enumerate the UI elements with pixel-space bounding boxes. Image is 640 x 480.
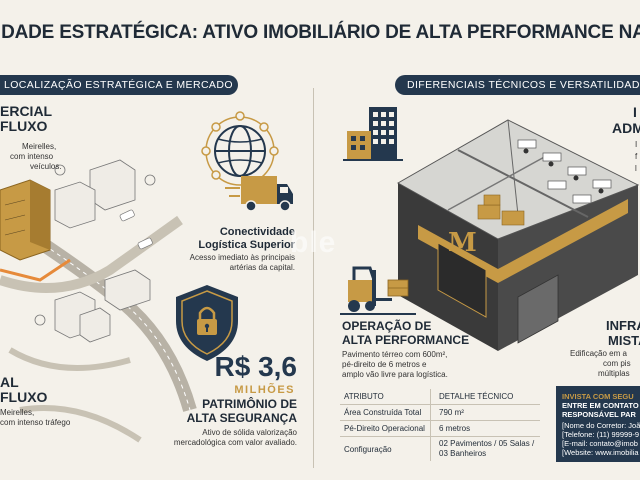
operacao-title-1: OPERAÇÃO DE [342,319,432,333]
price-value: R$ 3,6 [214,351,298,382]
infra-title-1: INFRA [606,318,640,333]
patrimonio-line-1: Ativo de sólida valorização [202,428,297,437]
table-row: Pé-Direito Operacional 6 metros [340,421,540,437]
section-divider [313,88,314,468]
infra-line-2: com pis [603,359,631,368]
operacao-line-2: pé-direito de 6 metros e [342,360,427,369]
admin-line-1: I [635,140,638,149]
table-cell-attr: Pé-Direito Operacional [344,424,425,433]
contact-box: INVISTA COM SEGU ENTRE EM CONTATO RESPON… [556,386,640,462]
conectividade-line-2: artérias da capital. [229,263,295,272]
table-row: Configuração 02 Pavimentos / 05 Salas / … [340,437,540,461]
comercial-line-2: com intenso [10,152,54,161]
comercial-title-1: ERCIAL [0,103,53,119]
section-header-technical: DIFERENCIAIS TÉCNICOS E VERSATILIDADE [395,75,640,95]
table-cell-value: 790 m² [430,405,540,420]
table-cell-attr: Configuração [344,444,392,454]
contact-line-6: [E-mail: contato@imob [562,439,638,448]
operacao-line-1: Pavimento térreo com 600m², [342,350,448,359]
comercial-title-2: FLUXO [0,118,48,134]
fluxo-title-2: FLUXO [0,389,48,405]
city-map-illustration [0,159,197,443]
fluxo-line-2: com intenso tráfego [0,418,71,427]
fluxo-title-1: AL [0,374,19,390]
conectividade-title-2: Logística Superior [198,239,295,251]
table-cell-value: 6 metros [430,421,540,436]
globe-network-icon [201,111,279,186]
admin-title-2: ADM [612,120,640,136]
office-building-icon [343,107,403,161]
patrimonio-title-1: PATRIMÔNIO DE [202,397,297,411]
section-header-location: LOCALIZAÇÃO ESTRATÉGICA E MERCADO [0,75,238,95]
building-logo: M [448,228,477,258]
shield-lock-icon [176,285,238,361]
comercial-line-3: veículos. [30,162,62,171]
admin-line-3: l [635,164,637,173]
patrimonio-title-2: ALTA SEGURANÇA [186,411,297,425]
infra-line-1: Edificação em a [570,349,627,358]
page-title: IDADE ESTRATÉGICA: ATIVO IMOBILIÁRIO DE … [0,22,640,43]
infra-line-3: múltiplas [598,369,630,378]
patrimonio-line-2: mercadológica com valor avaliado. [173,438,297,447]
building-cutaway-illustration [396,119,640,351]
price-unit: MILHÕES [234,384,295,396]
contact-line-4: [Nome do Corretor: Joã [562,421,640,430]
technical-table: ATRIBUTO DETALHE TÉCNICO Área Construída… [340,389,540,463]
comercial-line-1: Meirelles, [22,142,57,151]
title-bar: IDADE ESTRATÉGICA: ATIVO IMOBILIÁRIO DE … [0,0,640,62]
table-header-attr: ATRIBUTO [344,392,384,401]
conectividade-title-1: Conectividade [219,226,295,238]
delivery-truck-icon [225,176,293,212]
table-cell-attr: Área Construída Total [344,408,422,417]
table-cell-value-2: 03 Banheiros [439,449,487,458]
admin-title-1: I [633,104,637,120]
contact-line-3: RESPONSÁVEL PAR [562,410,636,419]
operacao-line-3: amplo vão livre para logística. [342,370,448,379]
operacao-title-2: ALTA PERFORMANCE [342,333,470,347]
contact-line-5: [Telefone: (11) 99999-9 [562,430,639,439]
conectividade-line-1: Acesso imediato às principais [189,253,295,262]
watermark: ble [290,226,337,259]
forklift-icon [340,266,416,315]
admin-line-2: f [635,152,638,161]
contact-line-2: ENTRE EM CONTATO [562,401,639,410]
infra-title-2: MISTA [608,333,640,348]
fluxo-line-1: Meirelles, [0,408,35,417]
table-header-detail: DETALHE TÉCNICO [430,389,540,404]
table-cell-value: 02 Pavimentos / 05 Salas / [439,439,535,448]
contact-line-1: INVISTA COM SEGU [562,392,634,401]
contact-line-7: [Website: www.imobilia [562,448,639,457]
table-row: Área Construída Total 790 m² [340,405,540,421]
table-header-row: ATRIBUTO DETALHE TÉCNICO [340,389,540,405]
